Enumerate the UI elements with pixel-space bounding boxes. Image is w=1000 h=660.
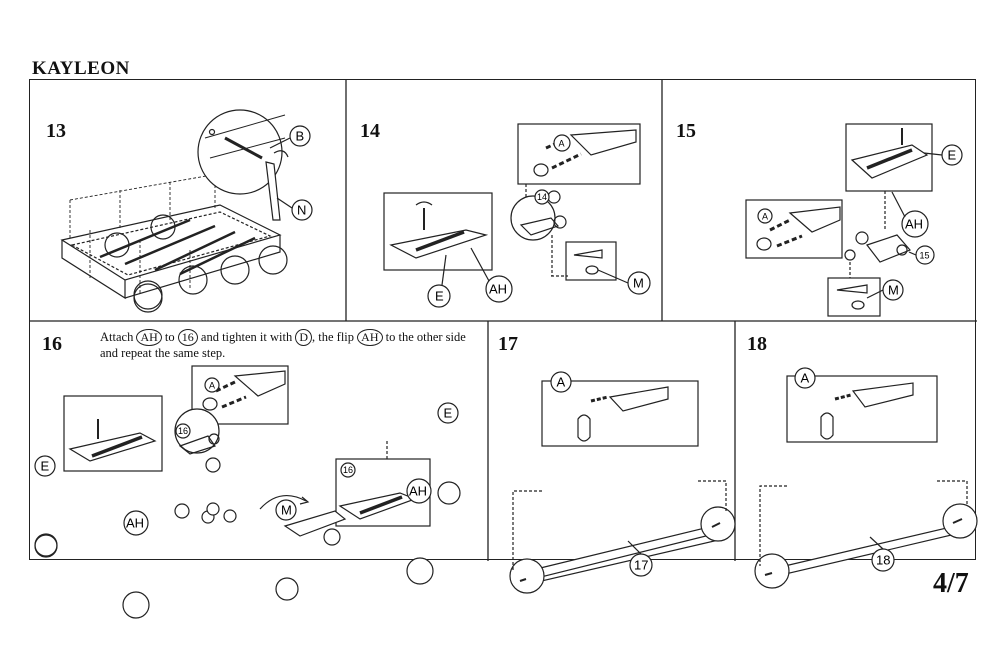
step-13-panel: 13 [30,80,346,321]
step-16-labels [34,533,58,557]
panel-grid [30,80,977,561]
part-label-A: A [762,212,768,222]
step-17-illustration: 17 A [509,371,736,594]
part-label-E: E [948,148,957,163]
part-label-B: B [296,129,305,144]
step-16-illustration [34,365,461,619]
part-label-A: A [801,371,810,386]
step-14-panel: 14 [346,80,662,321]
part-label-17: 17 [634,558,648,573]
part-label-AH: AH [489,282,507,297]
part-label-A: A [557,375,566,390]
part-label-14: 14 [537,192,547,202]
part-label-18: 18 [876,553,890,568]
step-15-illustration: E AH 15 M A [745,123,963,317]
step-17-panel: 17 17 A [488,321,736,594]
instruction-sheet: 13 [29,79,978,619]
tool-label-M: M [888,283,899,298]
document-title: KAYLEON [32,58,130,79]
step-number: 15 [676,120,696,142]
bed-frame-illustration: B N [60,109,313,313]
tool-label-N: N [297,203,306,218]
part-label-15: 15 [920,251,930,261]
step-number: 16 [42,333,62,355]
ref-AH-2: AH [357,329,383,346]
step-15-panel: 15 [662,80,977,321]
step-16-panel: 16 Attach AH to 16 and tighten it with D… [30,321,488,619]
step-14-illustration: E AH M A 14 [383,123,651,308]
page-number: 4/7 [933,568,969,599]
step-16-instruction: Attach AH to 16 and tighten it with D, t… [100,329,466,360]
step-number: 13 [46,120,66,142]
tool-label-M: M [633,276,644,291]
step-number: 18 [747,333,767,355]
step-number: 14 [360,120,380,142]
step-18-illustration: 18 A [754,367,978,589]
part-label-A: A [559,139,565,149]
part-label-AH: AH [905,217,923,232]
part-label-E: E [435,289,444,304]
step-number: 17 [498,333,518,355]
step-18-panel: 18 18 A [735,321,978,589]
ref-D: D [295,329,313,346]
